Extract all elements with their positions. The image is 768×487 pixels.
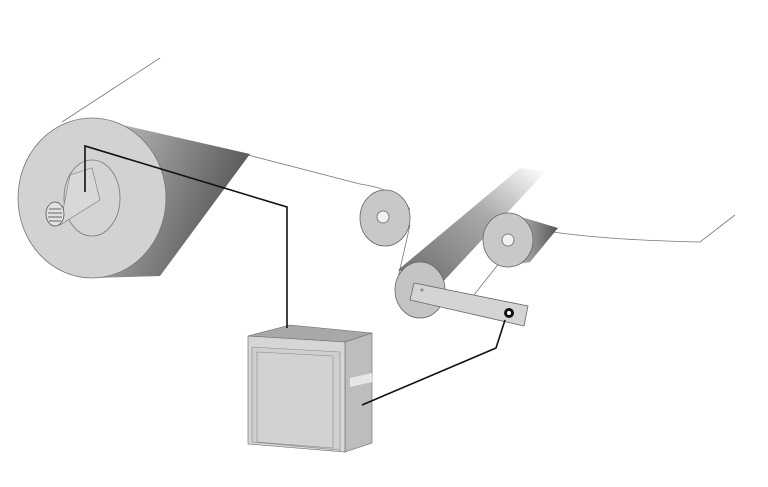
wire-roll-to-controller bbox=[84, 144, 288, 328]
signal-wires bbox=[84, 144, 506, 406]
unwind-roll bbox=[17, 117, 250, 279]
web-band bbox=[398, 168, 545, 285]
controller-door bbox=[256, 351, 334, 449]
shaft-end bbox=[45, 201, 65, 227]
idler-roller-2 bbox=[482, 212, 558, 268]
shaft-keyway-icon bbox=[48, 208, 62, 222]
idler-roller-1 bbox=[359, 189, 411, 247]
controller-box bbox=[247, 324, 373, 453]
wire-sensor-to-controller bbox=[361, 319, 506, 406]
dancer-arm bbox=[409, 282, 529, 327]
